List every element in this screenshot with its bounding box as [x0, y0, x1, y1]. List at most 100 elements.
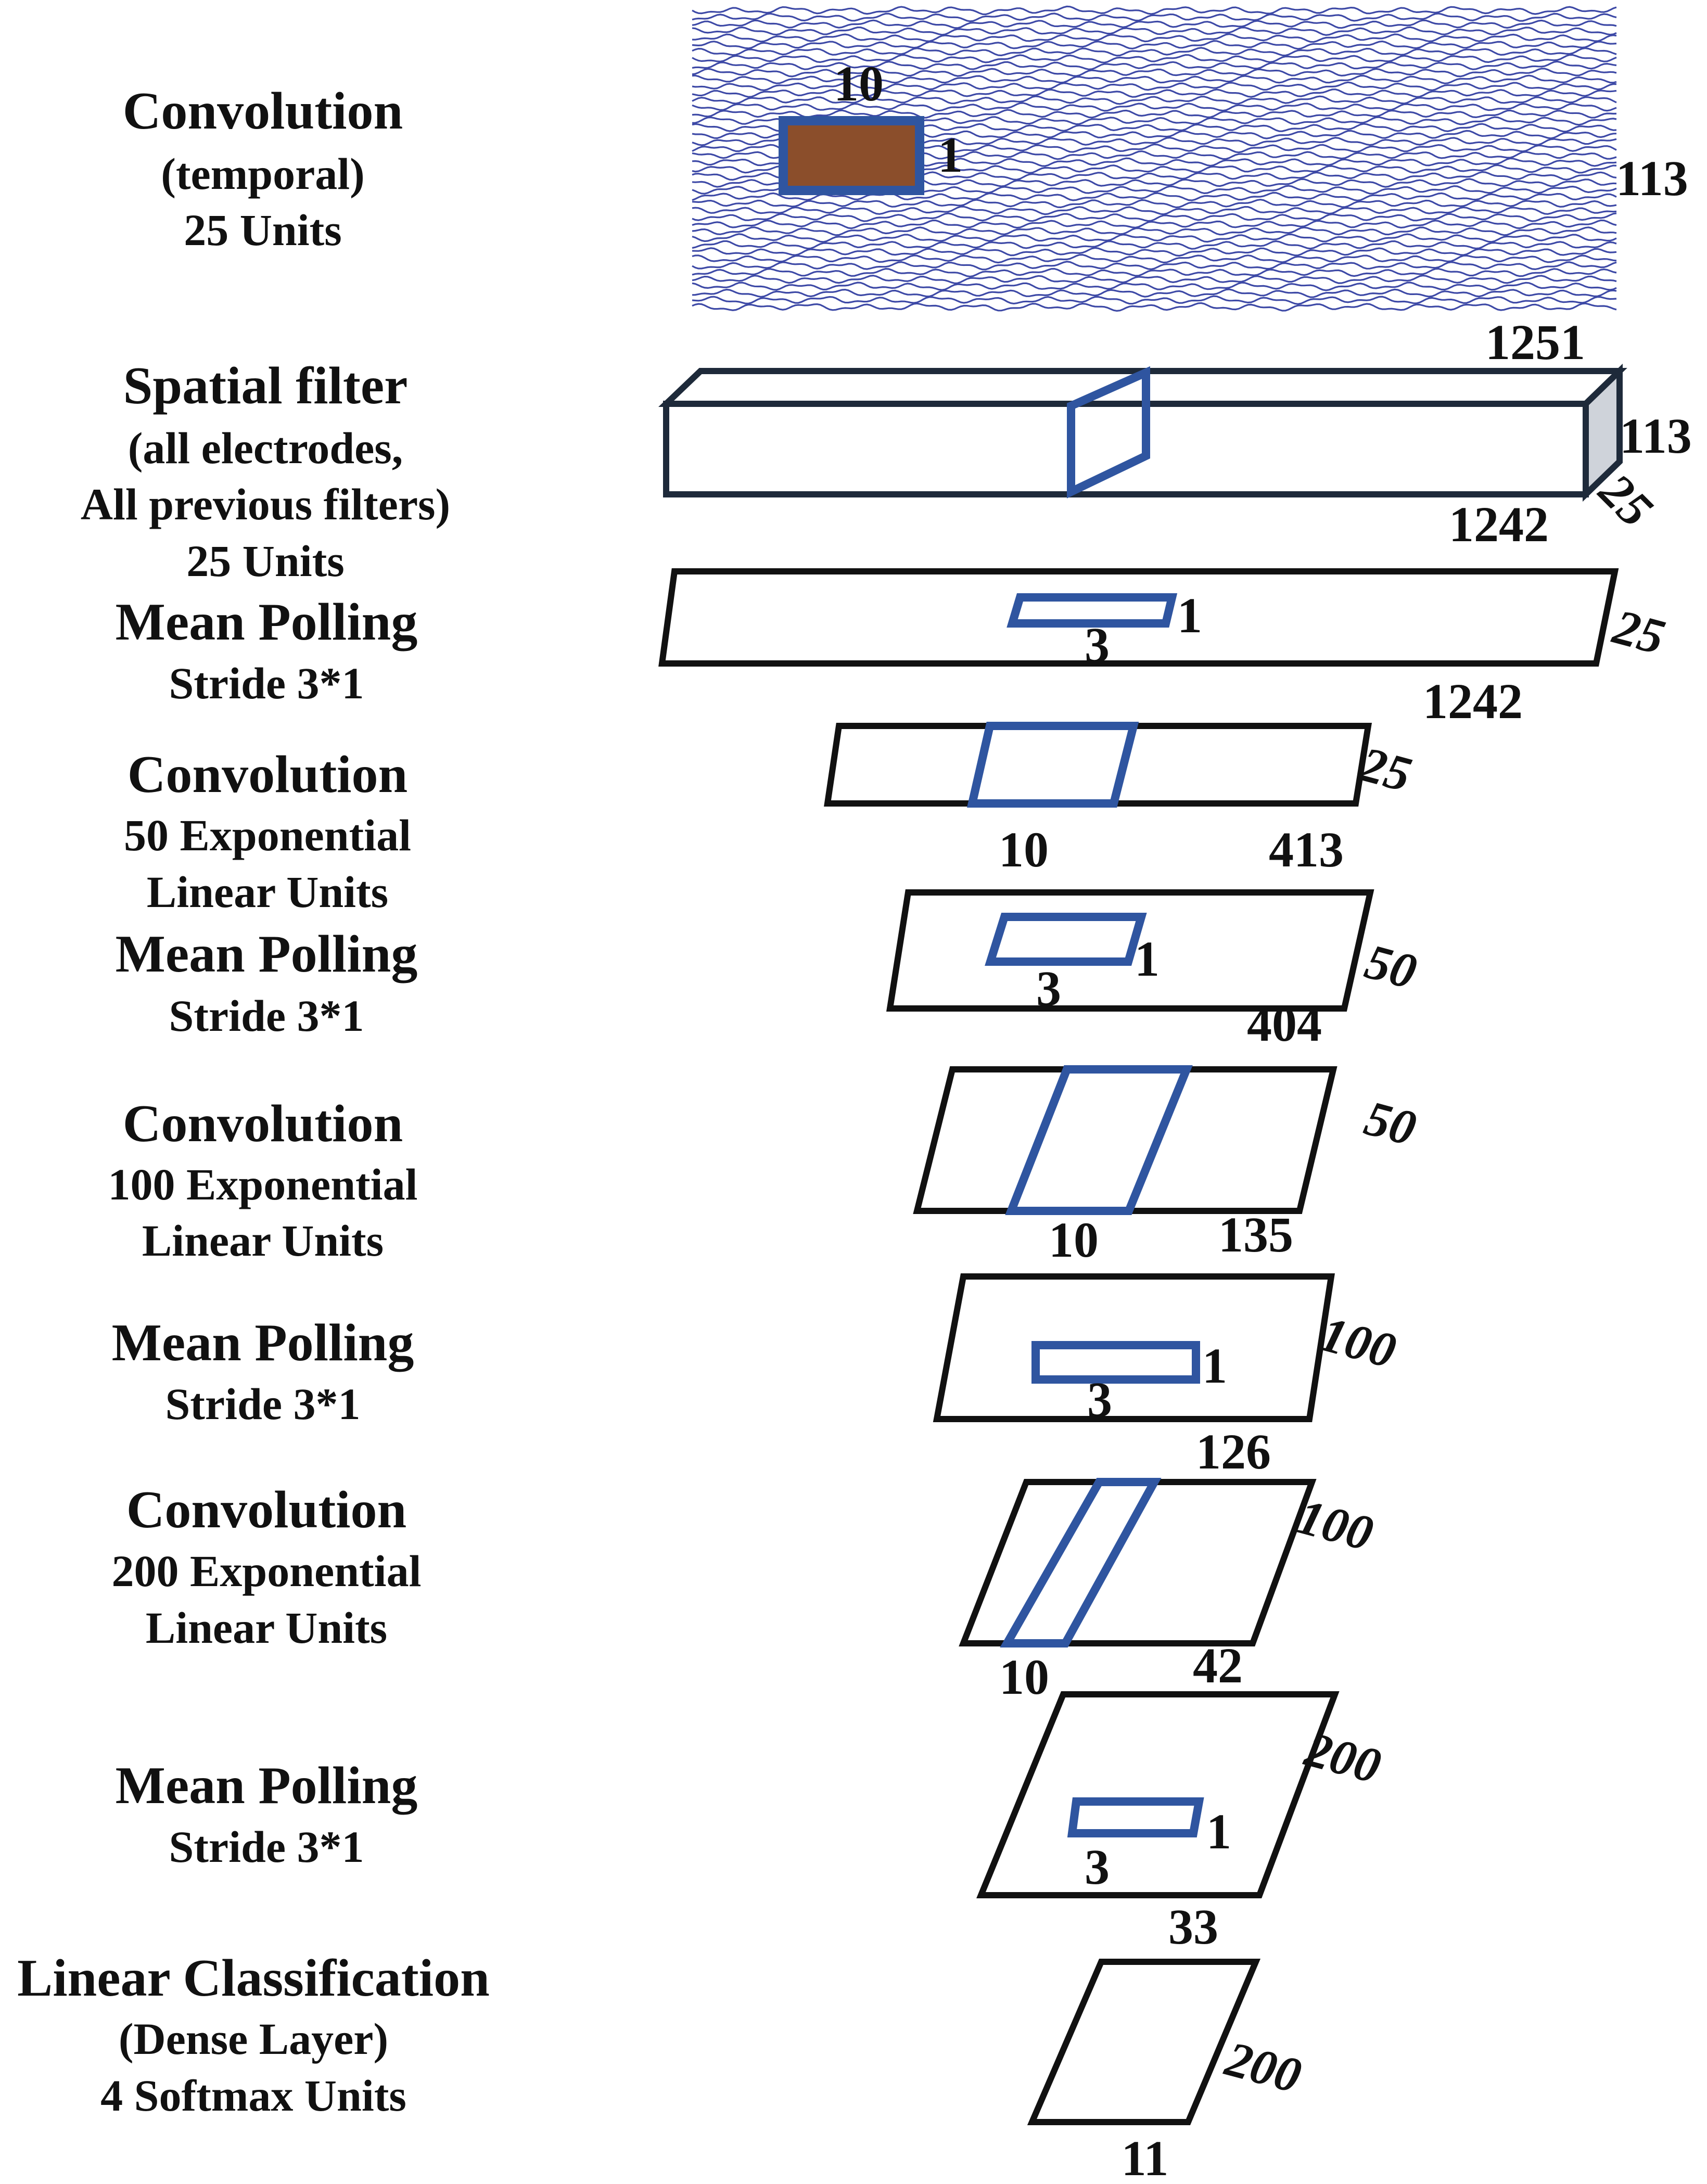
eeg-trace-line	[692, 295, 1617, 305]
eeg-trace-line	[692, 40, 1617, 50]
eeg-trace-line	[692, 5, 1617, 16]
pool1-filter-width-label: 3	[1085, 617, 1110, 673]
conv100-length-label: 135	[1218, 1207, 1293, 1262]
eeg-trace-line	[692, 233, 1617, 243]
pool2-depth-label: 50	[1360, 933, 1422, 1000]
stage-line: Stride 3*1	[169, 1822, 364, 1872]
stage-title: Convolution	[126, 1480, 407, 1539]
stage-line: Linear Units	[147, 867, 388, 917]
eeg-trace-line	[692, 226, 1617, 236]
pool-kernel	[1007, 593, 1178, 628]
conv200-depth-label: 100	[1292, 1488, 1379, 1562]
eeg-trace-line	[692, 274, 1617, 284]
stage-line: Stride 3*1	[169, 991, 364, 1041]
conv-kernel	[1000, 1478, 1162, 1647]
eeg-trace-line	[692, 109, 1617, 119]
input-eeg-block: 10 1 113	[692, 5, 1688, 312]
stage-title: Convolution	[123, 82, 403, 141]
pool4-depth-label: 200	[1299, 1720, 1387, 1794]
eeg-trace-line	[692, 47, 1617, 57]
stage-label-conv-50: Convolution 50 Exponential Linear Units	[124, 745, 411, 917]
pool-layer-1: 1 3 25 1242	[658, 568, 1671, 729]
stage-title: Convolution	[123, 1094, 403, 1153]
conv-layer-plane	[824, 723, 1372, 807]
pool2-length-label: 404	[1247, 996, 1322, 1052]
pool1-depth-label: 25	[1607, 598, 1671, 665]
eeg-trace-line	[692, 206, 1617, 215]
stage-label-spatial-filter: Spatial filter (all electrodes, All prev…	[81, 356, 450, 586]
stage-label-pool-1: Mean Polling Stride 3*1	[116, 593, 418, 708]
eeg-trace-line	[692, 240, 1617, 250]
eeg-trace-line	[692, 212, 1617, 222]
stage-labels: Convolution (temporal) 25 Units Spatial …	[17, 82, 490, 2121]
pool-kernel	[1031, 1341, 1200, 1384]
eeg-trace-line	[692, 198, 1617, 209]
eeg-trace-line	[692, 54, 1617, 63]
pool3-filter-height-label: 1	[1202, 1338, 1227, 1394]
stage-label-temporal-conv: Convolution (temporal) 25 Units	[123, 82, 403, 255]
conv200-length-label: 42	[1193, 1638, 1243, 1693]
eeg-trace-line	[692, 95, 1617, 105]
box-front-face	[663, 401, 1589, 497]
eeg-trace-line	[692, 19, 1617, 29]
eeg-trace-line	[692, 261, 1617, 271]
eeg-trace-line	[692, 282, 1617, 291]
stage-title: Spatial filter	[123, 356, 408, 415]
pool2-filter-width-label: 3	[1036, 961, 1061, 1016]
conv-kernel	[1005, 1065, 1193, 1215]
dense-layer: 200 11	[1027, 1959, 1307, 2184]
eeg-trace-line	[692, 247, 1617, 257]
input-filter-height-label: 1	[938, 127, 963, 183]
pool1-length-label: 1242	[1423, 673, 1523, 729]
eeg-trace-line	[692, 191, 1617, 201]
stage-line: (temporal)	[161, 149, 365, 199]
spatial-length-top-label: 1251	[1485, 314, 1585, 370]
dense-depth-label: 200	[1219, 2030, 1307, 2103]
eeg-trace-line	[692, 81, 1616, 92]
pool-layer-3: 1 3 100 126	[933, 1273, 1402, 1479]
pool3-length-label: 126	[1196, 1424, 1271, 1479]
stage-line: 100 Exponential	[108, 1159, 418, 1209]
eeg-trace-line	[692, 219, 1617, 229]
stage-label-conv-100: Convolution 100 Exponential Linear Units	[108, 1094, 418, 1266]
stage-title: Convolution	[128, 745, 408, 804]
eeg-trace-line	[692, 60, 1617, 70]
eeg-trace-line	[692, 88, 1617, 98]
stage-label-conv-200: Convolution 200 Exponential Linear Units	[112, 1480, 422, 1653]
stage-line: 25 Units	[184, 205, 341, 255]
stage-title: Linear Classification	[17, 1949, 490, 2008]
input-filter-width-label: 10	[834, 56, 884, 111]
pool-layer-4: 1 3 200 33	[976, 1691, 1387, 1955]
eeg-trace-line	[692, 288, 1617, 298]
spatial-height-label: 113	[1620, 408, 1692, 464]
stage-title: Mean Polling	[116, 925, 418, 984]
conv100-filter-width-label: 10	[1049, 1212, 1099, 1268]
conv200-filter-width-label: 10	[999, 1649, 1049, 1705]
dense-length-label: 11	[1122, 2130, 1169, 2184]
stage-label-pool-2: Mean Polling Stride 3*1	[116, 925, 418, 1041]
spatial-filter-kernel	[1067, 366, 1150, 499]
stage-line: 200 Exponential	[112, 1546, 422, 1596]
input-channels-label: 113	[1616, 150, 1688, 206]
pool-kernel	[985, 913, 1147, 966]
temporal-filter-kernel	[779, 116, 924, 195]
pool3-filter-width-label: 3	[1087, 1372, 1112, 1427]
spatial-length-bottom-label: 1242	[1449, 496, 1549, 552]
eeg-trace-line	[692, 12, 1617, 22]
pool-layer-plane	[976, 1691, 1340, 1898]
dense-layer-plane	[1027, 1959, 1261, 2125]
eeg-trace-line	[692, 302, 1617, 312]
pool-layer-plane	[658, 568, 1619, 667]
stage-line: Stride 3*1	[165, 1379, 360, 1429]
stage-title: Mean Polling	[116, 593, 418, 652]
eeg-signal-traces	[692, 5, 1617, 312]
stage-line: All previous filters)	[81, 479, 450, 529]
stage-line: Linear Units	[146, 1603, 387, 1653]
eeg-trace-line	[692, 253, 1617, 264]
eeg-trace-line	[692, 74, 1617, 84]
stage-line: 4 Softmax Units	[100, 2071, 406, 2121]
stage-title: Mean Polling	[116, 1756, 418, 1815]
eeg-trace-line	[692, 33, 1617, 43]
stage-line: Linear Units	[142, 1216, 384, 1266]
